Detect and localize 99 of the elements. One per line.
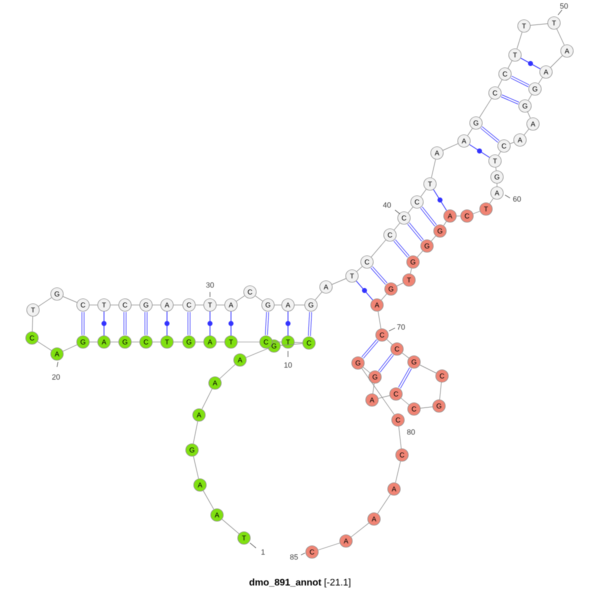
backbone-line (32, 316, 34, 332)
backbone-line (370, 240, 386, 258)
backbone-line (378, 395, 390, 399)
backbone-line (193, 456, 199, 479)
backbone-line (524, 128, 530, 136)
backbone-line (216, 304, 225, 306)
backbone-line (236, 295, 245, 302)
base-pair-line (188, 312, 190, 335)
backbone-line (538, 77, 543, 84)
backbone-line (89, 304, 98, 306)
base-pair-line (164, 311, 170, 336)
backbone-line (496, 183, 498, 187)
backbone-line (294, 304, 305, 306)
base-pair-line (480, 126, 500, 143)
backbone-line (37, 341, 52, 351)
base-pair-line (356, 280, 374, 300)
backbone-line (152, 304, 161, 306)
backbone-line (467, 128, 473, 136)
backbone-line (508, 60, 512, 68)
backbone-line (498, 151, 501, 156)
backbone-line (361, 368, 395, 415)
base-pair-line (510, 76, 530, 88)
base-pair-line (370, 266, 388, 285)
backbone-line (443, 221, 447, 226)
base-pair-line (469, 144, 490, 158)
backbone-line (381, 294, 387, 300)
backbone-line (192, 421, 198, 444)
base-pair-line (394, 239, 410, 258)
backbone-line (489, 198, 494, 204)
backbone-line (420, 364, 436, 374)
base-pair-line (520, 58, 541, 70)
backbone-line (410, 268, 412, 274)
backbone-line (356, 266, 363, 272)
backbone-line (318, 542, 340, 550)
backbone-line (516, 32, 522, 50)
backbone-line (402, 352, 410, 358)
backbone-line (420, 406, 433, 409)
backbone-line (396, 282, 404, 286)
backbone-line (510, 142, 514, 144)
backbone-line (472, 210, 480, 214)
base-pair-line (228, 311, 234, 336)
base-pair-line (398, 367, 412, 389)
base-pair-line (308, 312, 312, 336)
backbone-line (550, 55, 563, 68)
backbone-line (408, 206, 414, 214)
backbone-line (202, 388, 212, 410)
base-pair-line (102, 311, 106, 336)
backbone-line (131, 304, 140, 306)
base-pair-line (82, 312, 84, 335)
backbone-line (431, 236, 436, 242)
backbone-line (400, 398, 410, 406)
backbone-line (498, 80, 502, 88)
backbone-line (255, 296, 263, 302)
backbone-line (62, 344, 78, 352)
base-pair-line (420, 206, 437, 226)
backbone-line (439, 382, 442, 400)
backbone-line (362, 366, 370, 374)
backbone-line (173, 304, 183, 306)
base-pair-line (264, 312, 270, 336)
backbone-line (420, 189, 426, 197)
backbone-line (479, 98, 492, 118)
base-pair-line (407, 222, 424, 242)
backbone-line (110, 304, 119, 306)
backbone-line (556, 28, 565, 46)
backbone-line (220, 364, 236, 379)
base-pair-line (378, 354, 394, 372)
backbone-line (431, 159, 436, 178)
backbone-line (528, 94, 532, 101)
backbone-line (246, 348, 268, 358)
base-pair-line (362, 339, 378, 359)
backbone-line (530, 23, 548, 26)
base-pair-line (286, 311, 290, 336)
backbone-line (386, 339, 393, 345)
backbone-line (62, 296, 78, 303)
backbone-line (442, 143, 458, 151)
backbone-line (202, 490, 214, 510)
backbone-line (378, 311, 382, 329)
backbone-line (332, 278, 346, 285)
backbone-line (274, 304, 282, 306)
base-pair-line (433, 189, 447, 211)
backbone-line (377, 494, 391, 514)
backbone-line (527, 112, 531, 118)
backbone-line (372, 383, 374, 394)
backbone-line (38, 297, 52, 307)
base-pair-line (144, 312, 148, 335)
base-pair-line (208, 311, 212, 336)
backbone-line (280, 343, 303, 346)
backbone-line (350, 522, 370, 538)
backbone-line (417, 250, 423, 258)
backbone-line (195, 304, 204, 306)
backbone-line (314, 292, 322, 300)
backbone-line (398, 426, 402, 449)
base-pair-line (124, 312, 126, 335)
backbone-line (394, 222, 400, 230)
base-pair-line (500, 94, 520, 104)
title: dmo_891_annot [-21.1] (249, 578, 350, 588)
backbone-line (222, 518, 240, 534)
backbone-line (294, 342, 303, 343)
backbone-line (395, 461, 401, 483)
